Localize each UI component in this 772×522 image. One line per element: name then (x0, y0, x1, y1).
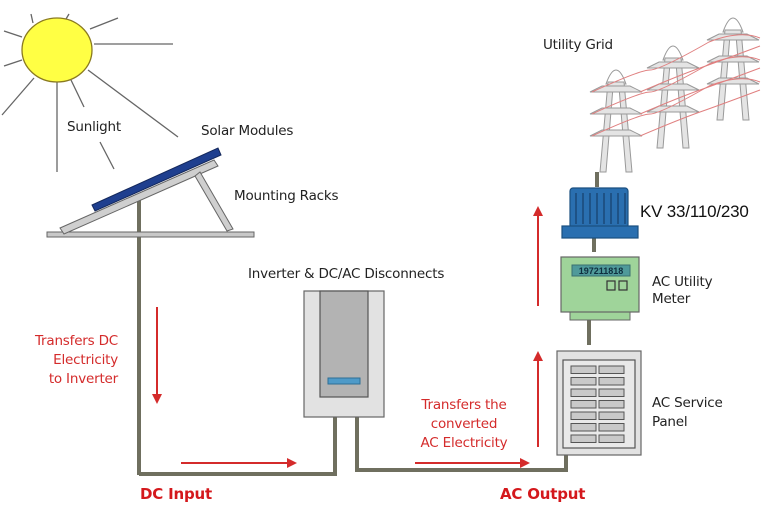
utility-grid-towers-icon (589, 17, 761, 173)
tower-crossarm (706, 33, 760, 41)
breaker-slot (598, 434, 625, 443)
ac-caption-line3: AC Electricity (420, 435, 508, 451)
transformer-icon (561, 187, 639, 239)
utility-grid-label: Utility Grid (543, 37, 613, 53)
ac-utility-meter-label: AC Utility Meter (652, 274, 713, 308)
ac-caption-line2: converted (430, 416, 498, 432)
breaker-slot (570, 423, 597, 432)
ac-service-panel-icon (556, 350, 642, 456)
breaker-slot (570, 434, 597, 443)
sunlight-label: Sunlight (67, 119, 122, 135)
solar-module-assembly (46, 147, 255, 475)
power-line (591, 56, 761, 115)
ac-transfer-caption: Transfers the converted AC Electricity (408, 396, 520, 453)
panel-label-line1: AC Service (652, 395, 723, 411)
transmission-tower (706, 17, 760, 121)
breaker-slot (598, 388, 625, 397)
tower-crossarm (646, 61, 700, 69)
meter-reading: 197211818 (579, 266, 624, 276)
tower-legs (716, 29, 750, 121)
utility-meter-icon: 197211818 (560, 256, 640, 321)
breaker-slot (570, 388, 597, 397)
dc-caption-line3: to Inverter (48, 371, 118, 387)
tower-top (722, 17, 744, 33)
tower-crossarm (706, 55, 760, 63)
power-line (591, 34, 761, 93)
rack-strut (194, 171, 234, 232)
inverter-icon (303, 290, 385, 418)
ac-service-panel-label: AC Service Panel (652, 394, 723, 432)
flow-arrows (152, 206, 543, 468)
tower-top (605, 69, 627, 85)
tower-crossarm (646, 83, 700, 91)
ac-caption-line1: Transfers the (421, 397, 507, 413)
inverter-label: Inverter & DC/AC Disconnects (248, 266, 445, 282)
mounting-racks-label: Mounting Racks (234, 188, 339, 204)
wiring (139, 172, 599, 476)
power-line (591, 78, 761, 137)
dc-transfer-caption: Transfers DC Electricity to Inverter (14, 332, 118, 389)
tower-legs (656, 57, 690, 149)
transmission-tower (589, 69, 643, 173)
dc-caption-line2: Electricity (53, 352, 118, 368)
power-line (639, 45, 761, 93)
breaker-slot (570, 400, 597, 409)
sun-icon (1, 13, 179, 172)
tower-crossarm (706, 77, 760, 85)
solar-modules-label: Solar Modules (201, 123, 294, 139)
breaker-slot (598, 411, 625, 420)
transformer-voltage-label: KV 33/110/230 (640, 202, 749, 221)
meter-label-line2: Meter (652, 291, 691, 307)
tower-legs (599, 81, 633, 173)
breaker-slot (598, 365, 625, 374)
breaker-slot (570, 411, 597, 420)
solar-module (91, 147, 222, 212)
dc-wire (139, 415, 337, 476)
breaker-slot (570, 377, 597, 386)
dc-caption-line1: Transfers DC (34, 333, 118, 349)
transmission-tower (646, 45, 700, 149)
breaker-slot (598, 423, 625, 432)
breaker-slot (598, 400, 625, 409)
rack-base (46, 231, 255, 238)
power-lines (591, 34, 761, 137)
breaker-slot (598, 377, 625, 386)
rack-rail (59, 159, 219, 235)
meter-label-line1: AC Utility (652, 274, 713, 290)
dc-input-label: DC Input (140, 485, 212, 503)
power-line (639, 89, 761, 137)
panel-label-line2: Panel (652, 414, 688, 430)
breaker-slot (570, 365, 597, 374)
power-line (639, 67, 761, 115)
ac-output-label: AC Output (500, 485, 586, 503)
tower-top (662, 45, 684, 61)
ac-wire (355, 415, 568, 472)
tower-crossarm (646, 105, 700, 113)
